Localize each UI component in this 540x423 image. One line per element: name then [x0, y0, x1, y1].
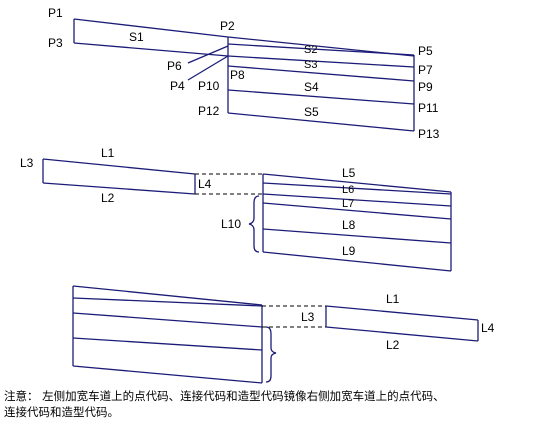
label-l7: L7 — [342, 198, 354, 210]
l8-top — [262, 202, 452, 220]
l10-brace — [248, 195, 260, 253]
mirror-band-top — [325, 305, 479, 321]
p4-pointer — [187, 55, 229, 81]
diagram-3-mirrored — [72, 285, 479, 384]
diagram-2-link-codes — [42, 158, 452, 272]
l9-top — [262, 228, 452, 244]
label-p3: P3 — [48, 36, 63, 50]
diagram-3-labels: L1 L3 L4 L2 — [301, 292, 495, 352]
label-l3: L3 — [20, 156, 34, 170]
mirror-lane-line-2 — [72, 312, 263, 328]
label-l5: L5 — [342, 166, 356, 180]
label-s5: S5 — [304, 105, 319, 119]
mirror-lanes-top — [72, 285, 263, 306]
label-p5: P5 — [418, 44, 433, 58]
label-p6: P6 — [167, 59, 182, 73]
mirror-l3-dashed-box — [262, 305, 326, 328]
s1-top-edge — [73, 18, 229, 38]
l4-dashed-box — [195, 173, 263, 195]
l7-top — [262, 193, 452, 207]
label-l9: L9 — [342, 244, 356, 258]
mirror-band-bottom — [325, 326, 479, 342]
label-s1: S1 — [129, 30, 144, 44]
mirror-label-l3: L3 — [301, 310, 315, 324]
label-p4: P4 — [170, 79, 185, 93]
s1-bottom-edge — [73, 42, 229, 57]
label-p8: P8 — [230, 68, 245, 82]
mirror-label-l1: L1 — [386, 292, 400, 306]
mirror-lane-line-1 — [72, 297, 263, 307]
label-l2: L2 — [101, 191, 115, 205]
label-s3: S3 — [304, 59, 317, 71]
label-p10: P10 — [198, 79, 220, 93]
mirror-label-l2: L2 — [386, 338, 400, 352]
label-l1: L1 — [101, 146, 115, 160]
label-p2: P2 — [220, 19, 235, 33]
label-s2: S2 — [304, 44, 317, 56]
label-l4: L4 — [198, 177, 212, 191]
label-p11: P11 — [418, 101, 439, 115]
lane-divider — [227, 43, 415, 56]
diagram-1-labels: P1 P3 S1 P2 S2 S3 S4 S5 P6 P4 P8 P10 P12… — [48, 6, 440, 141]
label-p13: P13 — [418, 127, 440, 141]
p6-pointer — [187, 45, 229, 64]
label-p1: P1 — [48, 6, 63, 20]
diagram-1-point-codes — [73, 18, 415, 132]
label-l10: L10 — [221, 217, 241, 231]
label-p12: P12 — [198, 104, 220, 118]
lanes-bottom — [262, 251, 452, 272]
lane-bottom-edge — [227, 112, 415, 132]
note-line-2: 连接代码和造型代码。 — [4, 405, 119, 419]
label-l6: L6 — [342, 184, 354, 196]
diagram-2-labels: L3 L1 L2 L4 L5 L6 L7 L8 L9 L10 — [20, 146, 356, 258]
mirror-brace — [265, 326, 277, 383]
note-line-1: 注意： 左侧加宽车道上的点代码、连接代码和造型代码镜像右侧加宽车道上的点代码、 — [4, 389, 445, 403]
mirror-label-l4: L4 — [481, 321, 495, 335]
mirror-note: 注意： 左侧加宽车道上的点代码、连接代码和造型代码镜像右侧加宽车道上的点代码、 … — [4, 388, 536, 420]
mirror-lanes-bottom — [72, 365, 263, 384]
l5-top — [262, 173, 452, 193]
left-band-bottom — [42, 182, 196, 195]
label-p9: P9 — [418, 80, 433, 94]
label-s4: S4 — [304, 80, 319, 94]
mirror-lane-line-3 — [72, 337, 263, 351]
label-p7: P7 — [418, 63, 433, 77]
label-l8: L8 — [342, 218, 356, 232]
lane-line-s3-s4 — [227, 65, 415, 82]
l6-top — [262, 182, 452, 195]
lane-line-s2-s3 — [227, 55, 415, 68]
lane-line-s4-s5 — [227, 89, 415, 105]
left-band-top — [42, 158, 196, 175]
